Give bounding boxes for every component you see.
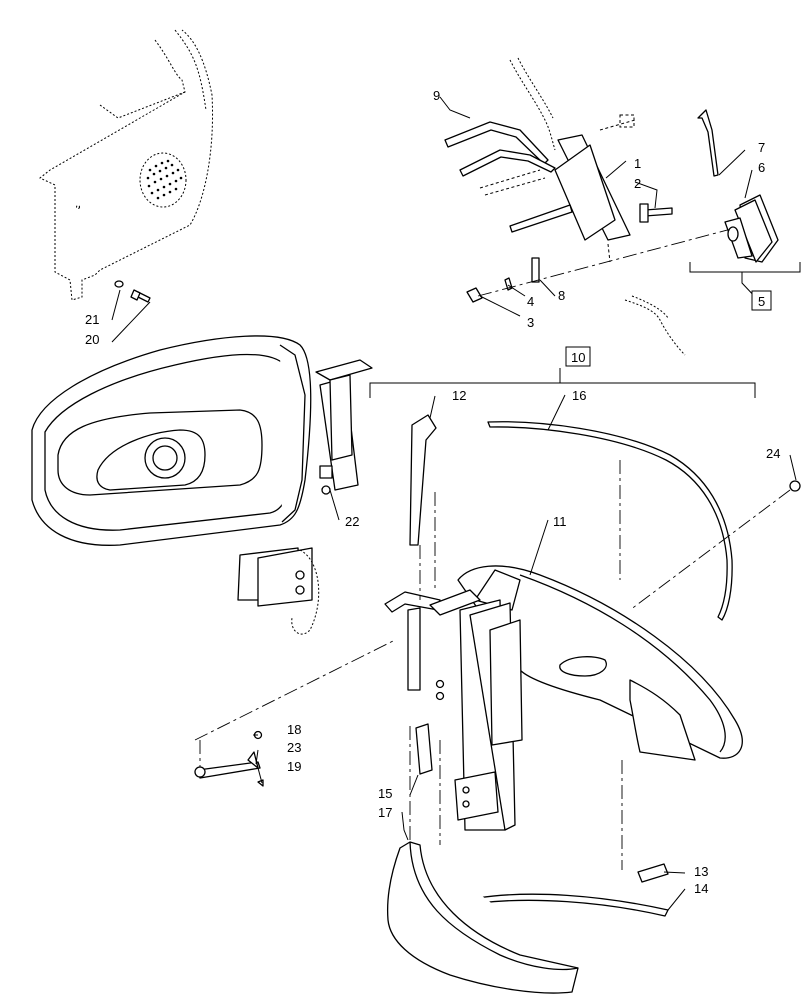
callout-8: 8: [558, 288, 565, 303]
block-15: [415, 723, 433, 775]
boxed-callout-10: 10: [565, 346, 591, 367]
speaker-grille: [139, 152, 187, 208]
phantom-harness-upper: [509, 59, 556, 151]
callout-16: 16: [572, 388, 586, 403]
phantom-harness-upper-2: [517, 57, 554, 119]
mirror-housing-11: [457, 565, 743, 761]
callout-18: 18: [287, 722, 301, 737]
callout-1: 1: [634, 156, 641, 171]
centerline-right: [629, 489, 791, 611]
bracket-9: [444, 121, 556, 177]
callout-12: 12: [452, 388, 466, 403]
phantom-harness-lower: [624, 299, 686, 356]
callout-11: 11: [553, 514, 567, 529]
leader-lines: [111, 96, 797, 911]
callout-19: 19: [287, 759, 301, 774]
phantom-harness-lower-2: [631, 295, 669, 319]
callout-6: 6: [758, 160, 765, 175]
callout-21: 21: [85, 312, 99, 327]
wire-14: [477, 893, 669, 917]
callout-9: 9: [433, 88, 440, 103]
boxed-callout-5: 5: [751, 290, 772, 311]
callout-20: 20: [85, 332, 99, 347]
callout-3: 3: [527, 315, 534, 330]
arm-assembly: [384, 589, 523, 831]
callout-4: 4: [527, 294, 534, 309]
cover-17: [386, 841, 579, 994]
washer-19: [257, 779, 264, 787]
bracket-10-line: [369, 382, 756, 398]
wire-16: [487, 421, 733, 621]
alignment-lines: [194, 460, 623, 870]
seal-strip-12: [409, 414, 437, 546]
callout-13: 13: [694, 864, 708, 879]
callout-15: 15: [378, 786, 392, 801]
motor-6: [724, 194, 779, 263]
callout-22: 22: [345, 514, 359, 529]
nut-3: [466, 287, 483, 303]
bolt-20: [114, 280, 151, 303]
bolt-2: [639, 203, 673, 223]
callout-23: 23: [287, 740, 301, 755]
callout-10: 10: [571, 350, 585, 365]
callout-5: 5: [758, 294, 765, 309]
clip-13: [637, 863, 669, 883]
mirror-head-assembly: [31, 335, 373, 635]
spacer-8: [531, 257, 540, 283]
pin-24: [789, 480, 801, 492]
callout-17: 17: [378, 805, 392, 820]
callout-labels: 1 2 3 4 6 7 8 9 11 12 13 14 15 16 17 18 …: [85, 88, 780, 896]
centerline-top: [477, 227, 736, 297]
phantom-side-panel: [39, 29, 213, 301]
callout-7: 7: [758, 140, 765, 155]
callout-2: 2: [634, 176, 641, 191]
callout-14: 14: [694, 881, 708, 896]
bracket-5-line: [689, 262, 801, 273]
rod-23: [194, 751, 261, 779]
rod-7: [697, 109, 719, 177]
mirror-mount-1: [509, 134, 631, 241]
callout-24: 24: [766, 446, 780, 461]
phantom-bolts: [479, 114, 636, 263]
